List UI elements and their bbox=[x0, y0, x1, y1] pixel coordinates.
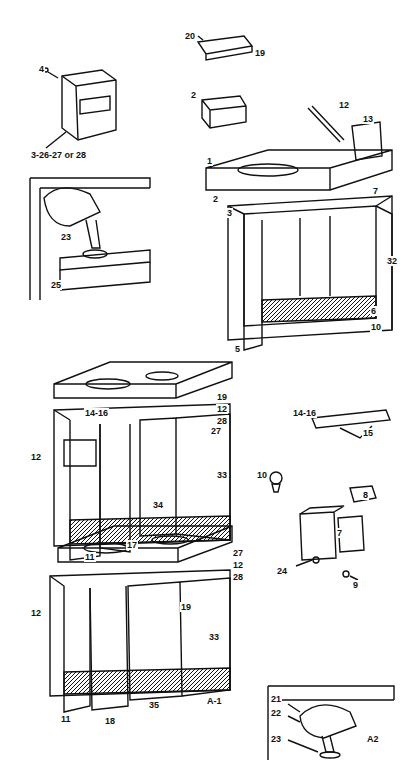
callout-number: 12 bbox=[30, 608, 42, 618]
callout-number: 12 bbox=[216, 404, 228, 414]
callout-number: 19 bbox=[254, 48, 266, 58]
callout-number: 5 bbox=[234, 344, 241, 354]
callout-number: A2 bbox=[366, 734, 380, 744]
callout-number: 19 bbox=[180, 602, 192, 612]
callout-number: 3-26-27 or 28 bbox=[30, 150, 87, 160]
callout-number: 2 bbox=[212, 194, 219, 204]
callout-number: 6 bbox=[370, 306, 377, 316]
callout-number: 12 bbox=[338, 100, 350, 110]
callout-number: 34 bbox=[152, 500, 164, 510]
callout-number: 35 bbox=[148, 700, 160, 710]
callout-number: 3 bbox=[226, 208, 233, 218]
callout-number: 13 bbox=[362, 114, 374, 124]
callout-number: 8 bbox=[362, 490, 369, 500]
callout-number: 27 bbox=[210, 426, 222, 436]
callout-number: 9 bbox=[352, 580, 359, 590]
callout-number: 28 bbox=[216, 416, 228, 426]
callout-number: 12 bbox=[232, 560, 244, 570]
callout-number: 2 bbox=[190, 90, 197, 100]
callout-number: 7 bbox=[372, 186, 379, 196]
callout-number: 23 bbox=[270, 734, 282, 744]
callout-number: 17 bbox=[126, 540, 138, 550]
callout-number: 4 bbox=[38, 64, 45, 74]
callout-number: 23 bbox=[60, 232, 72, 242]
callout-number: 10 bbox=[370, 322, 382, 332]
callout-number: 1 bbox=[206, 156, 213, 166]
callout-number: 18 bbox=[104, 716, 116, 726]
callout-number: 15 bbox=[362, 428, 374, 438]
callout-number: 24 bbox=[276, 566, 288, 576]
callout-number: 21 bbox=[270, 694, 282, 704]
callout-number: 22 bbox=[270, 708, 282, 718]
callout-number: 32 bbox=[386, 256, 398, 266]
callout-number: 33 bbox=[216, 470, 228, 480]
callout-number: 10 bbox=[256, 470, 268, 480]
callout-number: 33 bbox=[208, 632, 220, 642]
callout-number: 25 bbox=[50, 280, 62, 290]
callout-number: 20 bbox=[184, 31, 196, 41]
callout-number: 19 bbox=[216, 392, 228, 402]
callout-number: 11 bbox=[60, 714, 72, 724]
callout-number: 7 bbox=[336, 528, 343, 538]
callout-number: 12 bbox=[30, 452, 42, 462]
callout-number: 11 bbox=[84, 552, 96, 562]
callout-number: 28 bbox=[232, 572, 244, 582]
callout-number: A-1 bbox=[206, 696, 223, 706]
callout-number: 14-16 bbox=[84, 408, 109, 418]
callout-number: 14-16 bbox=[292, 408, 317, 418]
callout-number: 27 bbox=[232, 548, 244, 558]
